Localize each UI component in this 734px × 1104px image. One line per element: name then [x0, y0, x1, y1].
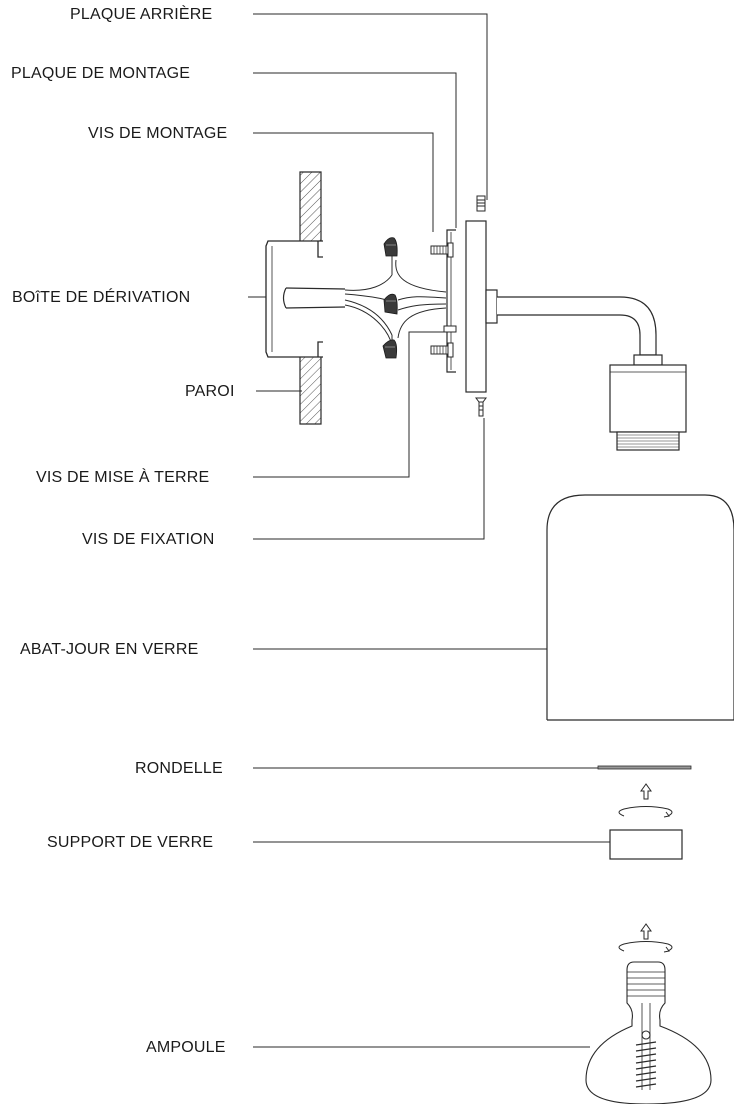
leader-mounting-plate	[253, 72, 457, 228]
label-glass-holder: SUPPORT DE VERRE	[47, 834, 214, 851]
back-plate-part	[465, 220, 498, 393]
leader-fixing-screw	[253, 418, 485, 540]
label-ground-screw: VIS DE MISE À TERRE	[36, 469, 210, 486]
fixing-screws	[475, 195, 487, 417]
leader-back-plate	[253, 13, 488, 200]
label-fixing-screw: VIS DE FIXATION	[82, 531, 215, 548]
leader-lines	[248, 13, 610, 1048]
label-wall: PAROI	[185, 383, 235, 400]
label-back-plate: PLAQUE ARRIÈRE	[70, 6, 213, 23]
leader-ground-screw	[253, 331, 446, 478]
wire-nuts	[382, 237, 398, 359]
label-junction-box: BOîTE DE DÉRIVATION	[12, 289, 191, 306]
glass-shade-part	[546, 494, 734, 721]
label-bulb: AMPOULE	[146, 1039, 226, 1056]
label-mounting-plate: PLAQUE DE MONTAGE	[11, 65, 191, 82]
lamp-arm	[497, 296, 663, 366]
leader-mounting-screw	[253, 132, 434, 232]
bulb-rotate-arrow	[618, 923, 673, 953]
washer-part	[597, 765, 692, 770]
label-washer: RONDELLE	[135, 760, 223, 777]
junction-box-part	[265, 240, 323, 358]
label-glass-shade: ABAT-JOUR EN VERRE	[20, 641, 199, 658]
bulb-part	[585, 961, 712, 1104]
mounting-screws	[430, 242, 457, 358]
glass-holder-part	[609, 783, 683, 860]
lamp-socket	[609, 364, 687, 451]
label-mounting-screw: VIS DE MONTAGE	[88, 125, 228, 142]
